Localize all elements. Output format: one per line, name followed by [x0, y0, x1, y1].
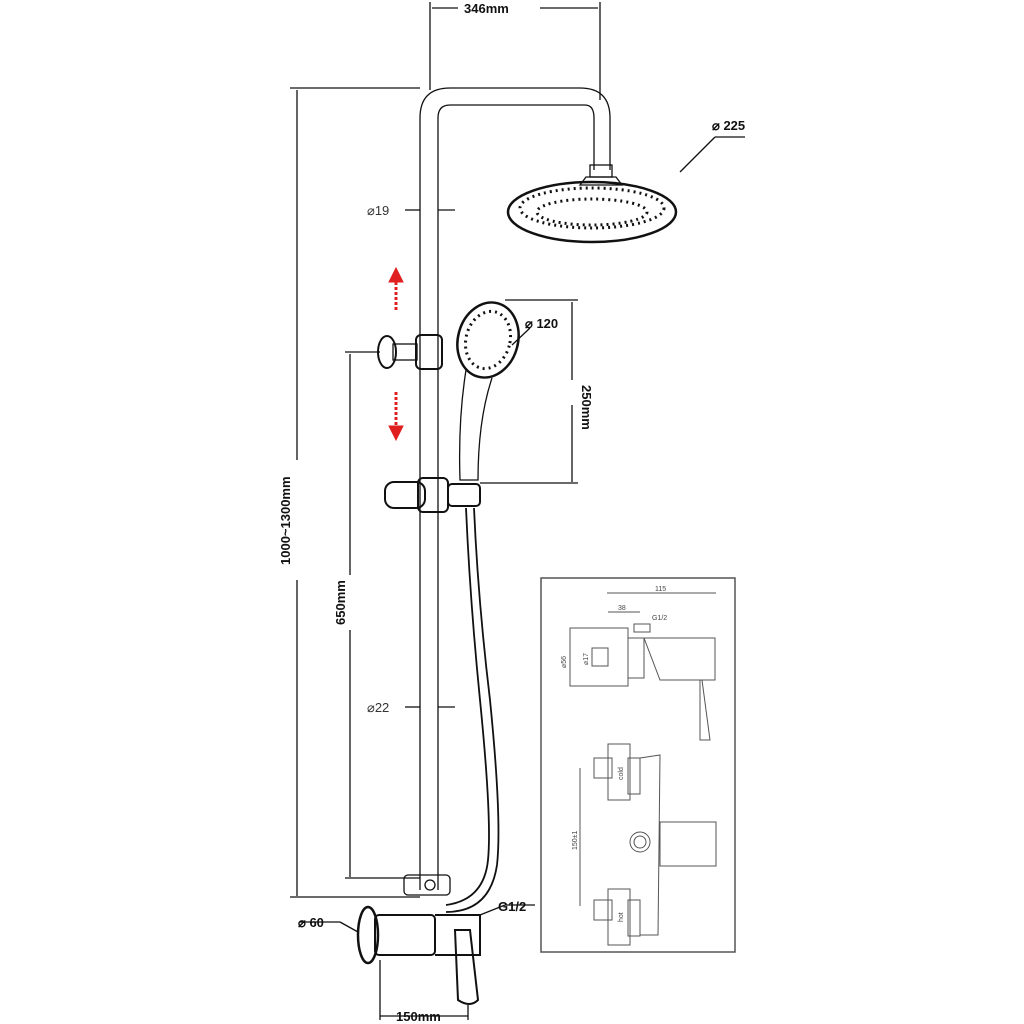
inset-cold-label: cold [618, 767, 625, 780]
adjust-arrows [388, 266, 404, 442]
shower-hose [445, 507, 490, 906]
inset-inner-diameter-label: ⌀17 [583, 653, 590, 665]
top-width-label: 346mm [464, 1, 509, 16]
pipe-upper-diameter-label: ⌀19 [367, 203, 389, 218]
arrow-down-icon [388, 425, 404, 442]
top-width-dimension [429, 2, 601, 100]
head-diameter-label: ⌀ 225 [712, 118, 745, 133]
hand-shower [456, 301, 520, 481]
rain-shower-head [506, 164, 678, 244]
inset-depth-label: 115 [655, 586, 666, 593]
total-height-dimension [290, 87, 420, 898]
inlet-thread-label: G1/2 [498, 899, 526, 914]
hand-shower-diameter-label: ⌀ 120 [525, 316, 558, 331]
inset-offset-label: 38 [618, 605, 626, 612]
inset-thread-label: G1/2 [652, 615, 667, 622]
inset-detail [540, 577, 736, 953]
inset-centers-label: 150±1 [572, 830, 579, 850]
mixer-valve [356, 874, 481, 1005]
slider-span-label: 650mm [333, 580, 348, 625]
slider-bracket [384, 477, 481, 513]
arrow-up-icon [388, 266, 404, 283]
pipe-lower-diameter-label: ⌀22 [367, 700, 389, 715]
total-height-label: 1000~1300mm [278, 476, 293, 565]
inset-hot-label: hot [618, 912, 625, 922]
hand-shower-span-label: 250mm [579, 385, 594, 430]
cover-diameter-label: ⌀ 60 [298, 915, 324, 930]
wall-holder [377, 334, 443, 370]
mixer-centers-label: 150mm [396, 1009, 441, 1024]
riser-pipe [419, 87, 611, 890]
inset-outer-diameter-label: ⌀56 [561, 656, 568, 668]
